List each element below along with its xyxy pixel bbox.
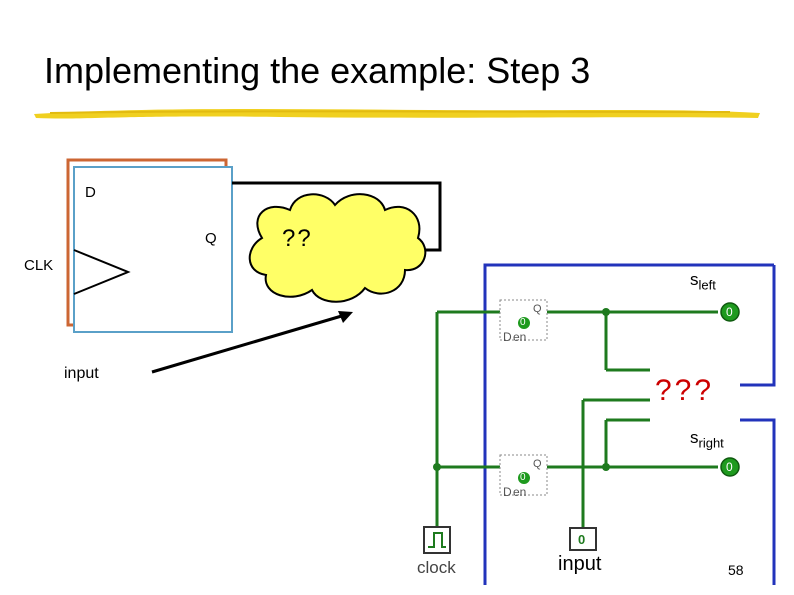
ff-clk-label: CLK xyxy=(24,257,54,274)
s-left-label: sleft xyxy=(690,270,716,293)
circuit-frame-right-bottom xyxy=(740,418,776,585)
clock-label: clock xyxy=(417,558,456,577)
ff-d-label: D xyxy=(85,184,96,201)
circuit-frame-right-top xyxy=(740,265,776,387)
ff-bottom-value: 0 xyxy=(520,472,526,483)
clock-source-icon xyxy=(423,526,451,554)
ff-top-q-label: Q xyxy=(533,303,542,315)
ff-bottom-en-label: en xyxy=(513,485,527,499)
title-underline xyxy=(34,108,760,119)
clock-triangle xyxy=(73,249,131,295)
led-top-icon xyxy=(720,302,740,322)
input-pin-value: 0 xyxy=(578,532,586,547)
wire-junctions xyxy=(433,308,610,471)
left-input-label: input xyxy=(64,365,99,382)
logic-cloud xyxy=(248,193,427,303)
led-top-value: 0 xyxy=(726,305,733,319)
ff-bottom-d-label: D xyxy=(503,485,512,499)
led-bottom-icon xyxy=(720,457,740,477)
page-number: 58 xyxy=(728,562,744,578)
unknown-logic-label: ??? xyxy=(655,374,715,407)
clock-wave-icon xyxy=(428,532,446,548)
ff-top-state xyxy=(518,317,530,329)
input-pin-box xyxy=(569,527,597,551)
flipflop-box xyxy=(73,166,233,333)
input-arrow-line xyxy=(151,313,346,374)
ff-top-en-label: en xyxy=(513,330,527,344)
ff-q-label: Q xyxy=(205,230,217,247)
input-arrow-head xyxy=(338,311,353,323)
led-bottom-value: 0 xyxy=(726,460,733,474)
ff-bottom-q-label: Q xyxy=(533,458,542,470)
slide-title: Implementing the example: Step 3 xyxy=(44,50,591,91)
circuit-frame-left xyxy=(483,263,774,585)
circuit-input-label: input xyxy=(558,553,602,575)
ff-top-value: 0 xyxy=(520,317,526,328)
ff-top-d-label: D xyxy=(503,330,512,344)
feedback-wire xyxy=(232,181,442,252)
cloud-label: ?? xyxy=(282,225,313,252)
s-right-label: sright xyxy=(690,428,724,451)
circuit-wires xyxy=(435,310,718,535)
ff-bottom-state xyxy=(518,472,530,484)
